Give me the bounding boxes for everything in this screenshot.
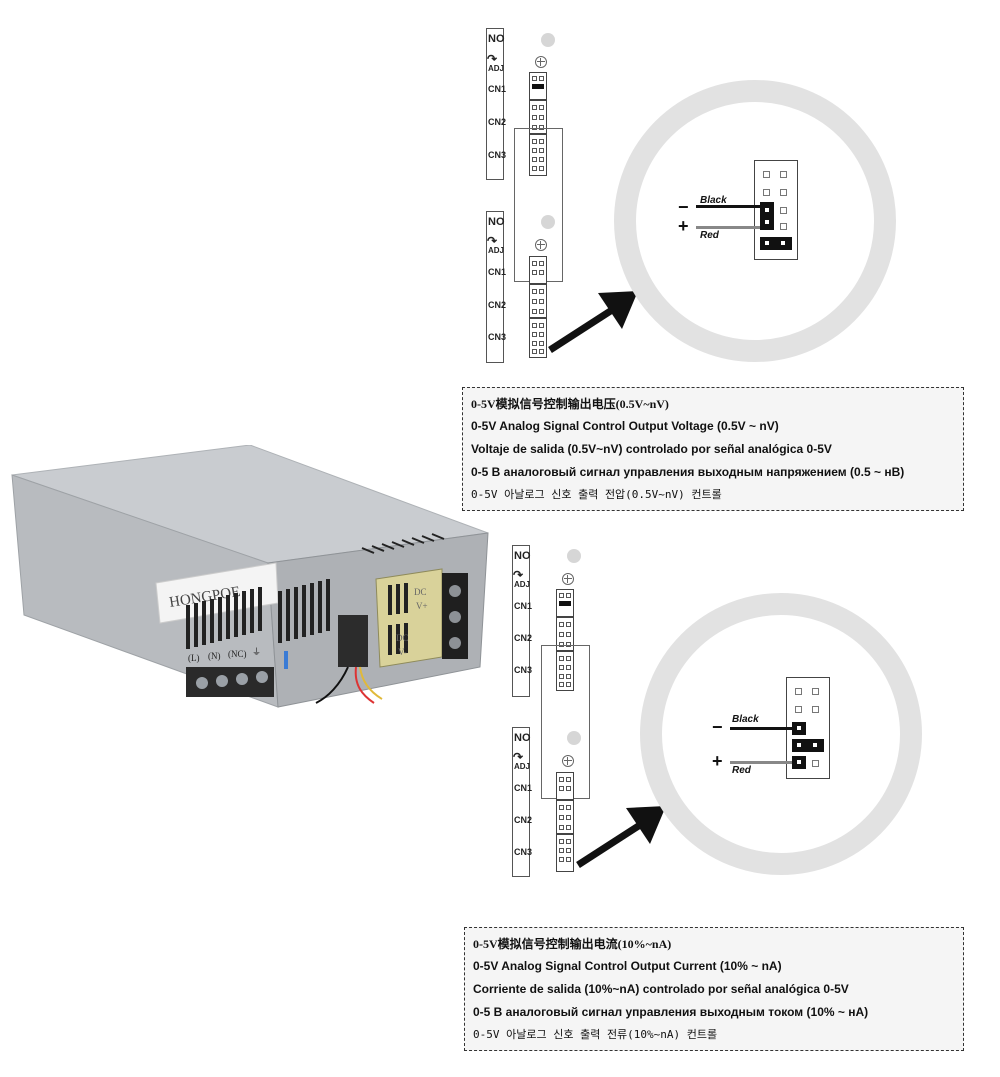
terminal-label-n: (N) — [208, 651, 221, 661]
text-zh: 0-5V模拟信号控制输出电压(0.5V~nV) — [471, 397, 669, 411]
red-wire — [696, 226, 760, 229]
cn3-header — [529, 318, 547, 358]
terminal-label-ground: ⏚ — [252, 647, 261, 657]
label-cn1: CN1 — [514, 783, 533, 793]
status-led — [284, 651, 288, 669]
label-cn1: CN1 — [514, 601, 533, 611]
signal-wire-red — [354, 666, 375, 704]
terminal-label-nc: (NC) — [228, 649, 247, 659]
cn3-header — [556, 651, 574, 691]
label-no: NO — [488, 33, 505, 45]
label-no: NO — [488, 216, 505, 228]
label-no: NO — [514, 732, 531, 744]
label-adj: ADJ — [488, 246, 505, 255]
voltage-description-box: 0-5V模拟信号控制输出电压(0.5V~nV) 0-5V Analog Sign… — [462, 387, 964, 511]
dc-label-4: V- — [398, 647, 407, 657]
cn1-header — [529, 72, 547, 100]
label-cn3: CN3 — [488, 150, 507, 160]
dc-output-panel — [375, 568, 443, 668]
top-vent — [361, 533, 445, 554]
indicator-led — [541, 215, 555, 229]
black-wire — [696, 205, 760, 208]
terminal-label-l: (L) — [188, 653, 200, 663]
signal-wire-black — [315, 666, 349, 704]
adj-icon: ↷ — [513, 568, 524, 582]
black-wire-label: Black — [732, 714, 759, 725]
pointer-arrow-icon — [576, 806, 666, 868]
label-adj: ADJ — [488, 64, 505, 73]
red-wire-label: Red — [732, 765, 751, 776]
label-cn2: CN2 — [514, 815, 533, 825]
cn2-header — [556, 617, 574, 651]
label-cn3: CN3 — [488, 332, 507, 342]
power-supply-photo: HONGPOE (L) (N) (NC) ⏚ DC V+ DC V- — [11, 445, 489, 708]
cn1-header — [529, 256, 547, 284]
label-cn2: CN2 — [488, 117, 507, 127]
cn1-header — [556, 772, 574, 800]
adj-icon: ↷ — [487, 234, 498, 248]
label-cn1: CN1 — [488, 267, 507, 277]
cn3-header — [529, 134, 547, 176]
control-strip-lower-1 — [512, 545, 530, 697]
control-strip-lower-2 — [512, 727, 530, 877]
adj-icon: ↷ — [487, 52, 498, 66]
dc-label-1: DC — [414, 587, 427, 597]
label-adj: ADJ — [514, 580, 531, 589]
indicator-led — [541, 33, 555, 47]
minus-sign: − — [712, 717, 723, 737]
control-strip-upper-2 — [486, 211, 504, 363]
label-cn1: CN1 — [488, 84, 507, 94]
zoom-circle — [640, 593, 922, 875]
label-cn2: CN2 — [514, 633, 533, 643]
signal-wire-yellow — [359, 666, 383, 700]
black-wire — [730, 727, 792, 730]
cn2-header — [556, 800, 574, 834]
dc-label-3: DC — [396, 633, 409, 643]
zoomed-connector — [754, 160, 798, 260]
control-connector — [338, 615, 368, 667]
text-en: 0-5V Analog Signal Control Output Curren… — [473, 959, 782, 973]
cn2-header — [529, 100, 547, 134]
indicator-led — [567, 731, 581, 745]
text-kr: 0-5V 아날로그 신호 출력 전압(0.5V~nV) 컨트롤 — [471, 488, 722, 501]
control-strip-upper-1 — [486, 28, 504, 180]
potentiometer-icon — [562, 573, 574, 585]
label-cn2: CN2 — [488, 300, 507, 310]
cn1-header — [556, 589, 574, 617]
plus-sign: + — [712, 751, 723, 771]
red-wire — [730, 761, 792, 764]
text-ru: 0-5 В аналоговый сигнал управления выход… — [471, 465, 905, 479]
label-cn3: CN3 — [514, 847, 533, 857]
current-description-box: 0-5V模拟信号控制输出电流(10%~nA) 0-5V Analog Signa… — [464, 927, 964, 1051]
text-zh: 0-5V模拟信号控制输出电流(10%~nA) — [473, 937, 672, 951]
dc-label-2: V+ — [416, 601, 428, 611]
text-es: Voltaje de salida (0.5V~nV) controlado p… — [471, 442, 832, 456]
text-en: 0-5V Analog Signal Control Output Voltag… — [471, 419, 779, 433]
potentiometer-icon — [562, 755, 574, 767]
text-es: Corriente de salida (10%~nA) controlado … — [473, 982, 849, 996]
label-adj: ADJ — [514, 762, 531, 771]
label-cn3: CN3 — [514, 665, 533, 675]
potentiometer-icon — [535, 239, 547, 251]
red-wire-label: Red — [700, 230, 719, 241]
side-vents — [186, 579, 330, 649]
black-wire-label: Black — [700, 195, 727, 206]
text-kr: 0-5V 아날로그 신호 출력 전류(10%~nA) 컨트롤 — [473, 1028, 718, 1041]
text-ru: 0-5 В аналоговый сигнал управления выход… — [473, 1005, 869, 1019]
indicator-led — [567, 549, 581, 563]
label-no: NO — [514, 550, 531, 562]
adj-icon: ↷ — [513, 750, 524, 764]
plus-sign: + — [678, 216, 689, 236]
cn3-header — [556, 834, 574, 872]
zoomed-connector — [786, 677, 830, 779]
cn2-header — [529, 284, 547, 318]
minus-sign: − — [678, 197, 689, 217]
pointer-arrow-icon — [548, 291, 638, 353]
potentiometer-icon — [535, 56, 547, 68]
